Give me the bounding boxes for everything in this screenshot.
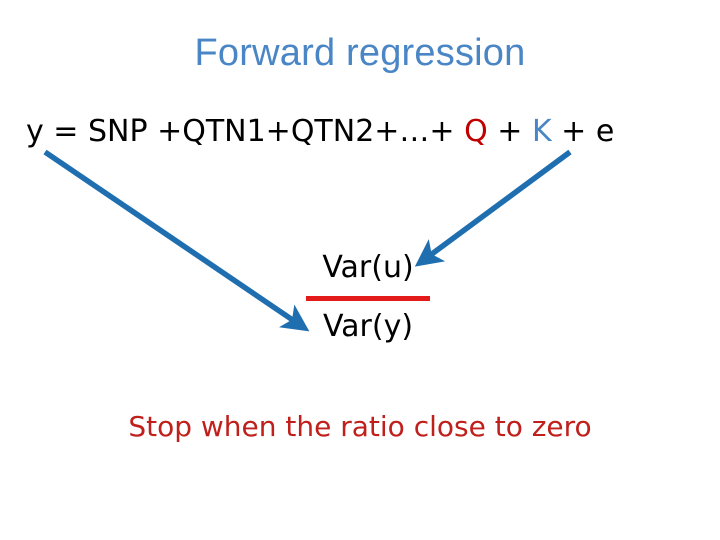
fraction-denominator: Var(y) [322,309,414,344]
regression-equation: y = SNP +QTN1+QTN2+…+ Q + K + e [26,112,694,152]
equation-term-k: K [531,114,552,149]
fraction-numerator: Var(u) [322,250,414,285]
equation-joiner: + [487,114,532,149]
arrow-y-to-denominator [43,149,310,332]
stopping-rule-note: Stop when the ratio close to zero [128,410,592,443]
fraction-bar [306,296,430,301]
variance-ratio-fraction: Var(u) Var(y) [306,248,430,347]
equation-suffix: + e [551,114,615,149]
equation-term-q: Q [464,114,488,149]
page-title: Forward regression [194,32,526,74]
equation-prefix: y = SNP +QTN1+QTN2+…+ [26,114,465,149]
arrow-k-to-numerator [414,149,572,267]
